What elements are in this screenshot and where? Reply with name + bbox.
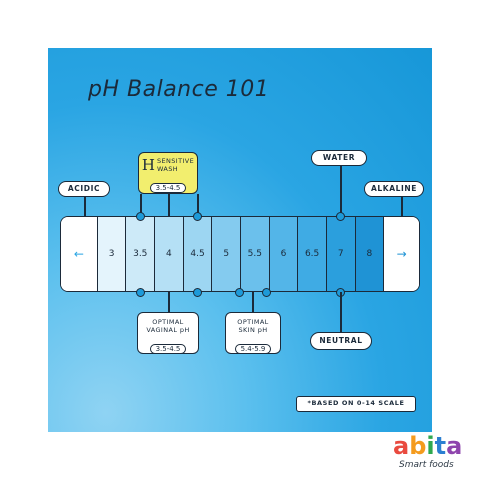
optimal-vaginal-box: OPTIMAL VAGINAL pH 3.5-4.5 [137, 312, 199, 354]
marker-dot [235, 287, 244, 297]
marker-dot [135, 287, 145, 297]
sensitive-left-connector [140, 194, 142, 216]
marker-dot [262, 287, 271, 297]
water-tag: WATER [311, 150, 367, 166]
skin-connector [252, 292, 254, 312]
footnote: *BASED ON 0-14 SCALE [296, 396, 416, 412]
vaginal-connector [168, 292, 170, 312]
acidic-connector [84, 197, 86, 216]
brand-letter: b [409, 432, 427, 460]
optimal-skin-line2: SKIN pH [238, 326, 268, 334]
page-title: pH Balance 101 [88, 77, 270, 102]
scale-cell: 4.5 [182, 217, 212, 291]
optimal-vaginal-range: 3.5-4.5 [149, 344, 187, 354]
optimal-vaginal-line2: VAGINAL pH [146, 326, 190, 334]
scale-cell: 8 [354, 217, 384, 291]
acidic-tag: ACIDIC [58, 181, 110, 197]
optimal-vaginal-line1: OPTIMAL [152, 318, 184, 326]
sensitive-wash-line2: WASH [156, 165, 179, 173]
sensitive-wash-range: 3.5-4.5 [149, 183, 187, 193]
optimal-skin-range: 5.4-5.9 [234, 344, 272, 354]
marker-dot [335, 211, 345, 221]
optimal-skin-line1: OPTIMAL [237, 318, 269, 326]
marker-dot [193, 211, 202, 221]
brand-letter: t [434, 432, 447, 460]
scale-cell: 3.5 [125, 217, 155, 291]
ph-scale-bar: ← 3 3.5 4 4.5 5 5.5 6 6.5 7 8 → [60, 216, 420, 292]
alkaline-connector [401, 197, 403, 216]
scale-cell: 5 [211, 217, 240, 291]
brand-tagline: Smart foods [399, 460, 454, 470]
neutral-connector [340, 292, 342, 332]
neutral-tag: NEUTRAL [310, 332, 372, 350]
right-arrow-icon: → [383, 217, 419, 291]
brand-letter: a [446, 432, 463, 460]
brand-letter: i [426, 432, 435, 460]
sensitive-wash-logo: H [141, 156, 155, 174]
sensitive-center-connector [168, 194, 170, 216]
sensitive-wash-box: H SENSITIVE WASH 3.5-4.5 [138, 152, 198, 194]
brand-logo: abita [393, 432, 462, 460]
scale-cell: 3 [96, 217, 126, 291]
scale-cell: 6.5 [297, 217, 326, 291]
scale-cell: 7 [325, 217, 355, 291]
scale-cell: 4 [154, 217, 183, 291]
brand-letter: a [393, 432, 410, 460]
marker-dot [135, 211, 145, 221]
water-connector [340, 166, 342, 216]
left-arrow-icon: ← [61, 217, 97, 291]
scale-cell: 6 [268, 217, 298, 291]
sensitive-right-connector [197, 194, 199, 216]
alkaline-tag: ALKALINE [364, 181, 424, 197]
optimal-skin-box: OPTIMAL SKIN pH 5.4-5.9 [225, 312, 281, 354]
sensitive-wash-line1: SENSITIVE [156, 157, 195, 165]
scale-cell: 5.5 [240, 217, 269, 291]
marker-dot [193, 287, 202, 297]
